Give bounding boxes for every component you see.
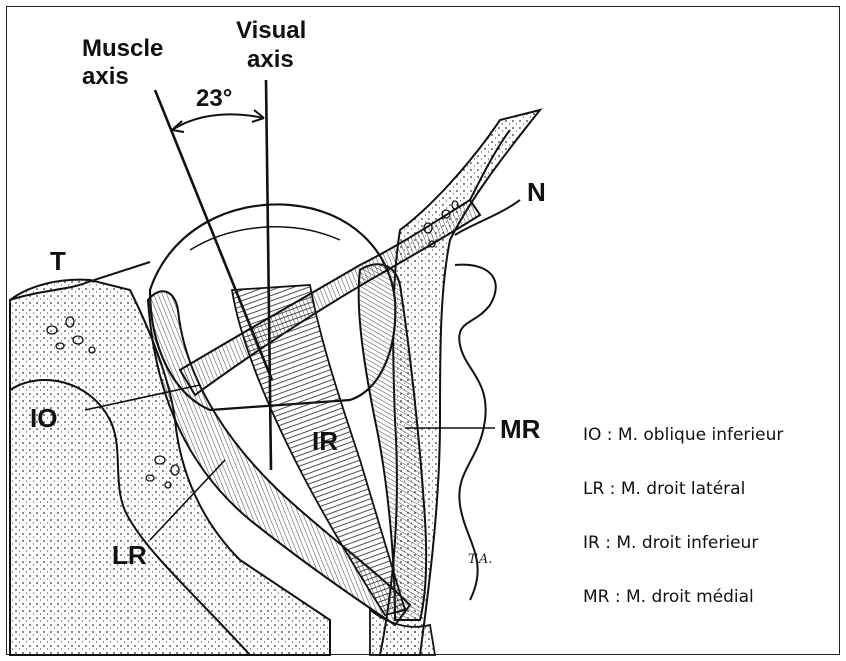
legend-item-mr: MR : M. droit médial xyxy=(583,587,783,641)
ir-label: IR xyxy=(312,426,338,456)
artist-signature: T.A. xyxy=(468,552,492,567)
legend-item-ir: IR : M. droit inferieur xyxy=(583,533,783,587)
temporal-label: T xyxy=(50,246,66,276)
muscle-axis-label-2: axis xyxy=(82,63,129,90)
angle-label: 23° xyxy=(196,85,232,112)
mr-label: MR xyxy=(500,414,541,444)
nasal-label: N xyxy=(527,177,546,207)
io-label: IO xyxy=(30,403,57,433)
angle-arc xyxy=(172,114,264,130)
legend: IO : M. oblique inferieur LR : M. droit … xyxy=(583,425,783,641)
lr-label: LR xyxy=(112,540,147,570)
muscle-axis-label-1: Muscle xyxy=(82,35,163,62)
visual-axis-label-2: axis xyxy=(247,46,294,73)
legend-item-io: IO : M. oblique inferieur xyxy=(583,425,783,479)
legend-item-lr: LR : M. droit latéral xyxy=(583,479,783,533)
visual-axis-label-1: Visual xyxy=(236,17,306,44)
